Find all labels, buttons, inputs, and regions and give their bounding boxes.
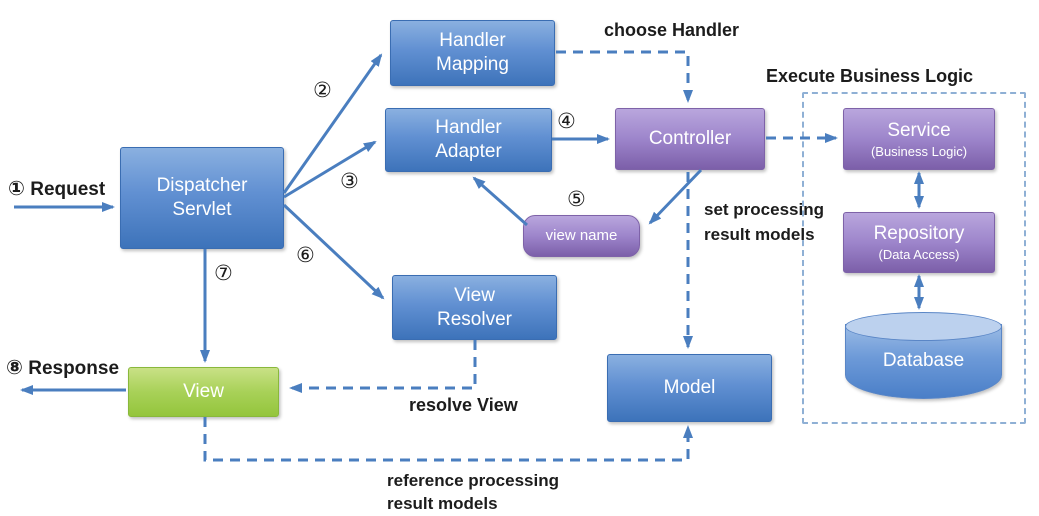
controller-box: Controller [615,108,765,170]
request-annotation: ① Request [8,176,105,201]
step4-badge: ④ [557,109,576,133]
service-sublabel: (Business Logic) [870,143,968,159]
step5-badge: ⑤ [567,187,586,211]
request-label: Request [30,179,106,200]
arrow-controller-to-view-name [648,168,703,225]
reference-models-annotation: reference processing result models [387,469,559,515]
model-box: Model [607,354,772,422]
handler-mapping-label: Handler Mapping [436,30,509,75]
set-processing-annotation: set processing result models [704,197,824,247]
arrow-step3-to-handler-adapter [283,140,377,199]
view-label: View [183,381,224,402]
view-resolver-label: View Resolver [437,284,512,330]
arrow-view-name-to-handler-adapter [472,176,528,227]
step2-badge: ② [313,78,332,102]
view-box: View [128,367,279,417]
dispatcher-servlet-label: Dispatcher Servlet [156,175,248,220]
repository-label: Repository [873,223,965,244]
repository-box: Repository (Data Access) [843,212,995,273]
response-label: Response [28,358,120,379]
step7-badge: ⑦ [214,261,233,285]
view-name-box: view name [523,215,640,257]
controller-label: Controller [648,128,732,149]
handler-adapter-box: Handler Adapter [385,108,552,172]
arrow-choose-handler [556,50,693,103]
arrow-step6-to-view-resolver [282,203,385,300]
reference-models-line1: reference processing [387,471,559,490]
repository-sublabel: (Data Access) [878,247,960,262]
step1-badge: ① [8,176,25,200]
step8-badge: ⑧ [6,355,23,379]
resolve-view-annotation: resolve View [409,395,518,415]
view-resolver-box: View Resolver [392,275,557,340]
response-annotation: ⑧ Response [6,355,119,380]
step3-badge: ③ [340,169,359,193]
execute-business-logic-annotation: Execute Business Logic [766,66,974,86]
choose-handler-annotation: choose Handler [604,20,740,40]
arrow-step2-to-handler-mapping [282,53,383,194]
set-processing-line1: set processing [704,200,824,219]
view-name-label: view name [545,227,618,244]
handler-mapping-box: Handler Mapping [390,20,555,86]
service-label: Service [887,119,951,141]
database-cylinder-top [845,312,1002,341]
reference-models-line2: result models [387,494,498,513]
arrow-resolve-view [289,340,477,393]
set-processing-line2: result models [704,225,815,244]
service-box: Service (Business Logic) [843,108,995,170]
dispatcher-servlet-box: Dispatcher Servlet [120,147,284,249]
model-label: Model [663,377,716,398]
business-logic-region [802,92,1026,424]
step6-badge: ⑥ [296,243,315,267]
database-label: Database [882,350,965,371]
handler-adapter-label: Handler Adapter [435,117,502,162]
arrow-reference-models [203,417,693,462]
